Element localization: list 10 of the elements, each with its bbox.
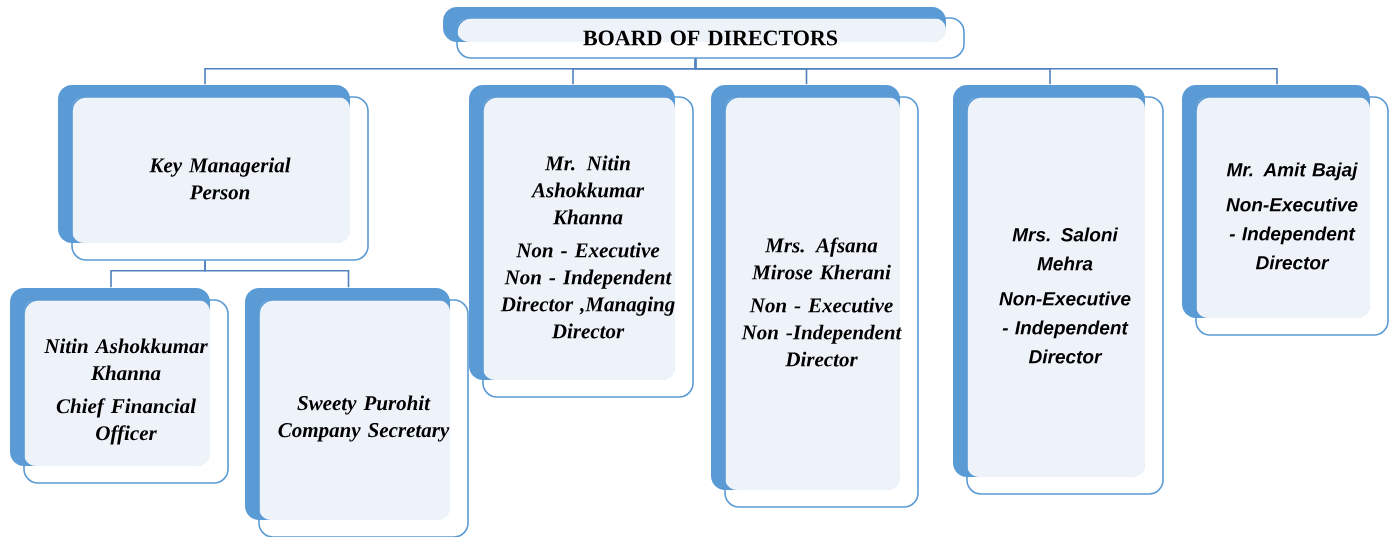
org-box: Nitin Ashokkumar Khanna Chief Financial Officer bbox=[10, 288, 229, 484]
org-box: Mr. Nitin Ashokkumar Khanna Non - Executive Non - Independent Director ,Managing Director bbox=[469, 85, 694, 398]
org-box: Mr. Amit Bajaj Non-Executive - Independent Director bbox=[1182, 85, 1389, 336]
org-box: Sweety Purohit Company Secretary bbox=[245, 288, 469, 537]
org-box: Mrs. Afsana Mirose Kherani Non - Executive Non -Independent Director bbox=[711, 85, 919, 508]
connector-line bbox=[204, 260, 350, 288]
org-box: Key Managerial Person bbox=[58, 85, 369, 261]
connector-line bbox=[694, 58, 1278, 85]
org-box: BOARD OF DIRECTORS bbox=[443, 7, 965, 59]
org-box: Mrs. Saloni Mehra Non-Executive - Independent Director bbox=[953, 85, 1164, 495]
